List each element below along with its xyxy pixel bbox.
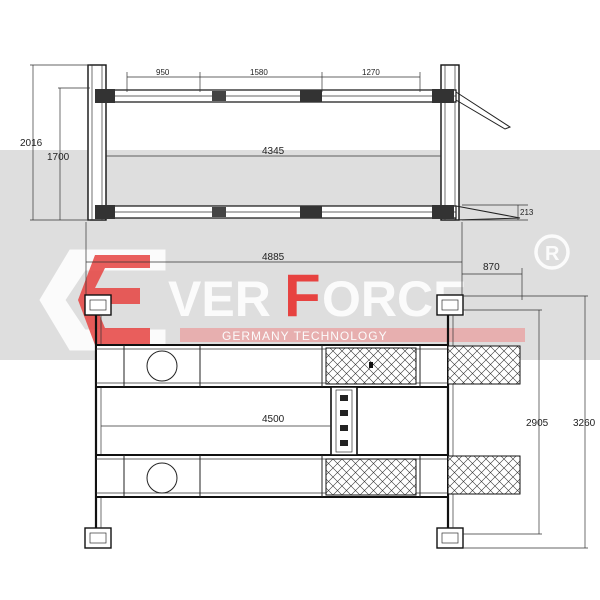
wheel-plate-lower bbox=[146, 462, 178, 494]
center-jack bbox=[330, 386, 358, 456]
ramp-upper bbox=[447, 345, 521, 385]
brand-name-part2: F bbox=[284, 262, 321, 329]
runway-upper bbox=[95, 344, 521, 388]
dim-seg-1: 950 bbox=[156, 68, 170, 77]
top-upper-ramp bbox=[455, 91, 512, 130]
dim-inner-height: 1700 bbox=[47, 152, 70, 163]
ramp-lower bbox=[447, 455, 521, 495]
dim-width-outer: 3260 bbox=[573, 418, 596, 429]
base-bottom-right bbox=[436, 527, 464, 549]
top-left-post bbox=[87, 64, 107, 221]
runway-lower bbox=[95, 454, 521, 498]
dim-inner-length: 4345 bbox=[262, 146, 285, 157]
brand-name-part1: VER bbox=[168, 271, 271, 327]
dim-ramp-height: 213 bbox=[520, 208, 534, 217]
base-bottom-left bbox=[84, 527, 112, 549]
dim-ramp-length: 870 bbox=[483, 262, 500, 273]
front-view: 4885 870 bbox=[84, 222, 596, 549]
dim-runway-length: 4500 bbox=[262, 414, 285, 425]
dim-overall-height: 2016 bbox=[20, 138, 43, 149]
top-right-post bbox=[440, 64, 460, 221]
wheel-plate-upper bbox=[146, 350, 178, 382]
brand-tagline: GERMANY TECHNOLOGY bbox=[222, 329, 388, 343]
base-top-right bbox=[436, 294, 464, 316]
registered-mark-circle bbox=[534, 234, 570, 270]
dim-width-inner: 2905 bbox=[526, 418, 549, 429]
top-lower-ramp bbox=[455, 205, 521, 221]
dim-seg-2: 1580 bbox=[250, 68, 268, 77]
watermark-logo: VER F ORCE GERMANY TECHNOLOGY R bbox=[39, 234, 570, 351]
registered-mark: R bbox=[545, 243, 560, 265]
dim-overall-length: 4885 bbox=[262, 252, 285, 263]
dim-seg-3: 1270 bbox=[362, 68, 380, 77]
base-top-left bbox=[84, 294, 112, 316]
top-view: 950 1580 1270 2016 1700 4345 213 bbox=[20, 64, 534, 221]
